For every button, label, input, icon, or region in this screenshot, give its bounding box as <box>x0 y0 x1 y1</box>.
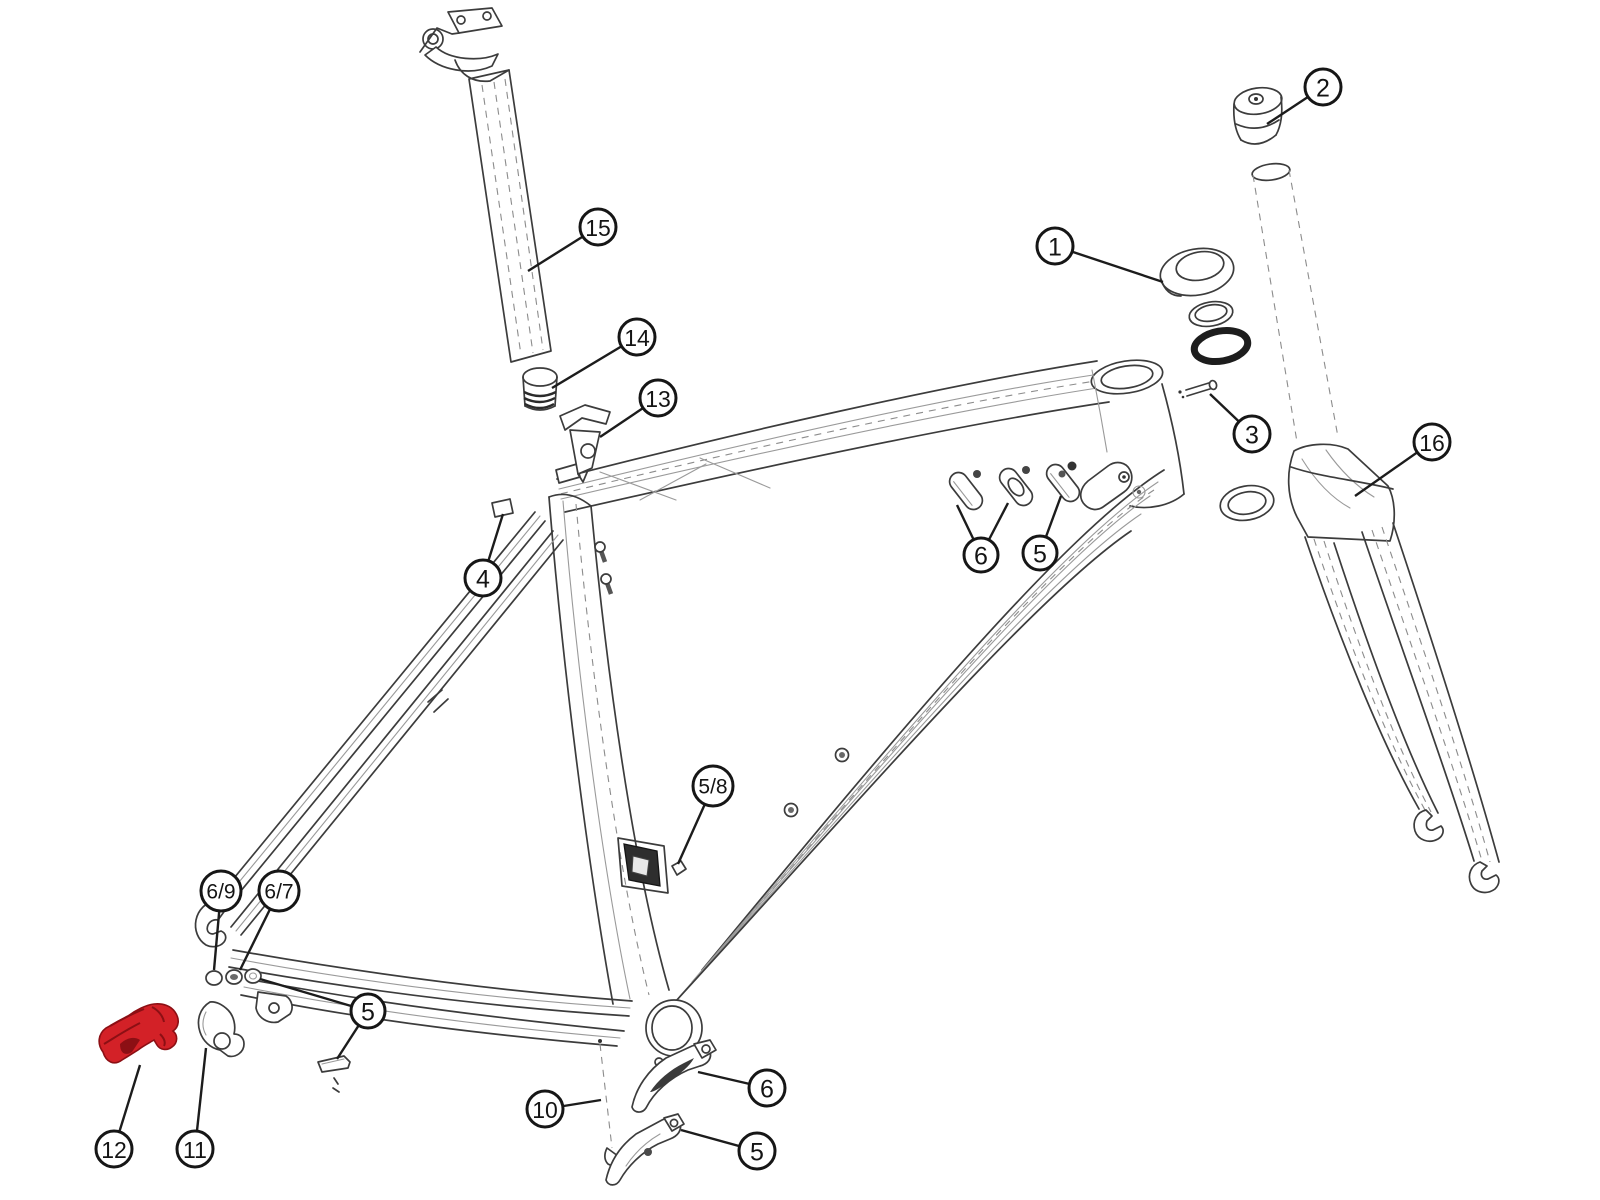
callout-3[interactable]: 3 <box>1232 414 1272 454</box>
rear-axle-parts-drawing <box>98 968 351 1093</box>
callout-2-label: 2 <box>1316 74 1330 102</box>
seat-clamp-cover-drawing <box>491 498 514 518</box>
callout-6-top-label: 6 <box>974 542 988 570</box>
callout-16[interactable]: 16 <box>1412 422 1452 462</box>
callout-5-bottom[interactable]: 5 <box>737 1131 777 1171</box>
derailleur-hanger-drawing <box>197 1001 245 1058</box>
callout-4-circle[interactable] <box>463 558 503 598</box>
callout-11-label: 11 <box>183 1137 207 1163</box>
callout-5-8[interactable]: 5/8 <box>691 764 735 808</box>
callout-15-circle[interactable] <box>578 207 618 247</box>
callout-15[interactable]: 15 <box>578 207 618 247</box>
chainstay-dropout-drawing <box>255 991 293 1024</box>
callout-13-label: 13 <box>645 386 671 412</box>
callout-5-8-circle[interactable] <box>691 764 735 808</box>
callout-6-bottom[interactable]: 6 <box>747 1068 787 1108</box>
callout-6-bottom-circle[interactable] <box>747 1068 787 1108</box>
callout-6-7-circle[interactable] <box>257 869 301 913</box>
callout-4[interactable]: 4 <box>463 558 503 598</box>
callout-3-circle[interactable] <box>1232 414 1272 454</box>
callout-2-circle[interactable] <box>1303 67 1343 107</box>
callout-2[interactable]: 2 <box>1303 67 1343 107</box>
seat-tube-bolt-icon <box>594 541 614 595</box>
callout-5-bottom-label: 5 <box>750 1138 764 1166</box>
callout-11-circle[interactable] <box>175 1129 215 1169</box>
callout-12-circle[interactable] <box>94 1129 134 1169</box>
bb-guards-drawing <box>598 1039 717 1186</box>
callout-10[interactable]: 10 <box>525 1089 565 1129</box>
callout-13[interactable]: 13 <box>638 378 678 418</box>
callout-6-top[interactable]: 6 <box>962 536 1000 574</box>
callout-14-circle[interactable] <box>617 317 657 357</box>
seat-wedge-drawing <box>559 404 611 483</box>
callout-14-label: 14 <box>624 325 650 351</box>
callout-5-rear-circle[interactable] <box>349 992 387 1030</box>
callout-10-circle[interactable] <box>525 1089 565 1129</box>
callout-1-label: 1 <box>1048 233 1062 261</box>
callout-5-top[interactable]: 5 <box>1021 534 1059 572</box>
bottle-boss-icon <box>783 747 850 818</box>
fork-drawing <box>1251 162 1500 894</box>
callout-6-9[interactable]: 6/9 <box>199 869 243 913</box>
toptube-port-covers-drawing <box>948 461 1081 511</box>
seatpost-drawing <box>419 7 552 363</box>
callout-11[interactable]: 11 <box>175 1129 215 1169</box>
callout-14[interactable]: 14 <box>617 317 657 357</box>
seatpost-wedge-drawing <box>522 367 558 411</box>
callout-5-top-circle[interactable] <box>1021 534 1059 572</box>
callout-12[interactable]: 12 <box>94 1129 134 1169</box>
guard-6-drawing <box>631 1039 717 1113</box>
callout-12-label: 12 <box>101 1137 127 1163</box>
callout-5-8-label: 5/8 <box>698 776 727 799</box>
callout-3-label: 3 <box>1245 421 1259 449</box>
callout-16-label: 16 <box>1419 430 1445 456</box>
callout-6-9-circle[interactable] <box>199 869 243 913</box>
callout-5-rear-label: 5 <box>361 998 375 1026</box>
callout-1-circle[interactable] <box>1035 226 1075 266</box>
callout-5-top-label: 5 <box>1033 540 1047 568</box>
frame-drawing <box>194 359 1185 1067</box>
guard-5-drawing <box>605 1113 685 1186</box>
callout-5-bottom-circle[interactable] <box>737 1131 777 1171</box>
callout-13-circle[interactable] <box>638 378 678 418</box>
toptube-cover-drawing <box>1079 461 1146 511</box>
headset-parts-drawing <box>1159 86 1283 522</box>
callout-6-top-circle[interactable] <box>962 536 1000 574</box>
callout-5-rear-leader-line <box>259 977 369 1013</box>
callout-1[interactable]: 1 <box>1035 226 1075 266</box>
highlighted-part-12-drawing <box>98 1003 179 1064</box>
callout-16-circle[interactable] <box>1412 422 1452 462</box>
callout-6-7-label: 6/7 <box>264 881 293 904</box>
callout-4-label: 4 <box>476 565 490 593</box>
callout-15-label: 15 <box>585 215 611 241</box>
derailleur-mount-drawing <box>617 837 669 894</box>
callout-6-9-label: 6/9 <box>206 881 235 904</box>
callout-6-bottom-label: 6 <box>760 1075 774 1103</box>
callout-5-rear[interactable]: 5 <box>349 992 387 1030</box>
callout-10-label: 10 <box>532 1097 558 1123</box>
rear-bracket-drawing <box>317 1055 351 1093</box>
callout-6-7[interactable]: 6/7 <box>257 869 301 913</box>
